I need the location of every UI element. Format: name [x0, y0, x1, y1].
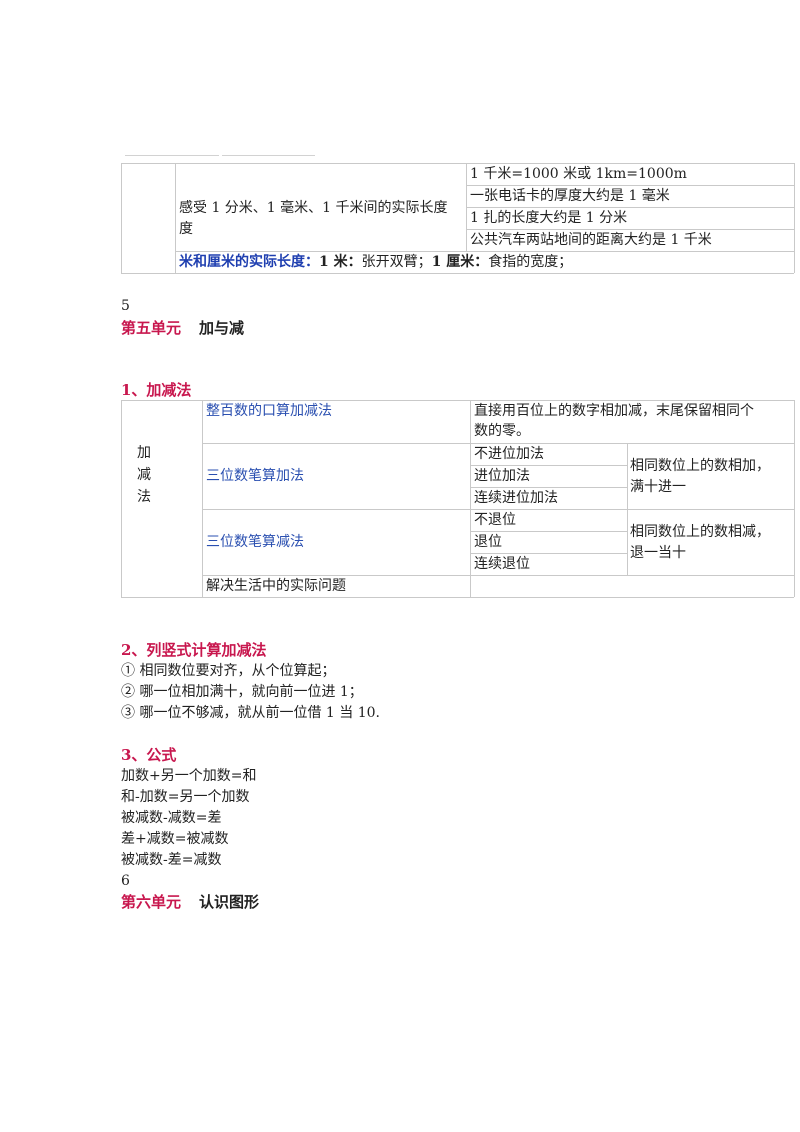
centimeter-label: 1 厘米：: [431, 254, 489, 270]
formula-5: 被减数-差=减数: [121, 852, 222, 868]
row4-name: 解决生活中的实际问题: [206, 578, 346, 594]
meter-centimeter-row: 米和厘米的实际长度：1 米：张开双臂；1 厘米：食指的宽度；: [179, 252, 572, 272]
row2-sub-2: 进位加法: [474, 468, 530, 484]
unit5-subtitle: 加与减: [199, 319, 245, 337]
row2-name: 三位数笔算加法: [206, 468, 304, 484]
row2-note-line2: 满十进一: [630, 479, 686, 495]
add-sub-label-1: 加: [137, 445, 151, 461]
unit6-subtitle: 认识图形: [199, 893, 260, 911]
section2-item-1: ① 相同数位要对齐，从个位算起；: [121, 663, 336, 679]
length-item-2: 一张电话卡的厚度大约是 1 毫米: [470, 188, 670, 204]
section1-heading: 1、加减法: [121, 381, 192, 399]
row2-note-line1: 相同数位上的数相加，: [630, 458, 770, 474]
section3-heading: 3、公式: [121, 746, 177, 764]
row3-sub-3: 连续退位: [474, 556, 530, 572]
centimeter-text: 食指的宽度；: [488, 254, 573, 270]
page-number-6: 6: [121, 873, 130, 889]
formula-2: 和-加数=另一个加数: [121, 789, 250, 805]
formula-4: 差+减数=被减数: [121, 831, 229, 847]
section2-item-3: ③ 哪一位不够减，就从前一位借 1 当 10.: [121, 705, 380, 721]
formula-3: 被减数-减数=差: [121, 810, 222, 826]
meter-centimeter-label: 米和厘米的实际长度：: [179, 254, 319, 270]
length-item-1: 1 千米=1000 米或 1km=1000m: [470, 166, 687, 182]
section2-item-2: ② 哪一位相加满十，就向前一位进 1；: [121, 684, 363, 700]
unit6-title: 第六单元: [121, 893, 182, 911]
unit5-title: 第五单元: [121, 319, 182, 337]
unit6-heading: 第六单元认识图形: [121, 892, 259, 912]
row3-name: 三位数笔算减法: [206, 534, 304, 550]
add-sub-label-3: 法: [137, 489, 151, 505]
length-label-line1: 感受 1 分米、1 毫米、1 千米间的实际长度: [179, 200, 448, 216]
formula-1: 加数+另一个加数=和: [121, 768, 257, 784]
unit5-heading: 第五单元加与减: [121, 318, 244, 338]
add-sub-label-2: 减: [137, 467, 151, 483]
length-item-3: 1 扎的长度大约是 1 分米: [470, 210, 628, 226]
row3-sub-2: 退位: [474, 534, 502, 550]
decorative-line-right: [222, 155, 315, 156]
row1-name: 整百数的口算加减法: [206, 403, 332, 419]
row2-sub-1: 不进位加法: [474, 446, 544, 462]
row1-desc-line2: 数的零。: [474, 423, 530, 439]
decorative-line-left: [125, 155, 219, 156]
row3-sub-1: 不退位: [474, 512, 516, 528]
row2-sub-3: 连续进位加法: [474, 490, 558, 506]
row3-note-line1: 相同数位上的数相减，: [630, 524, 770, 540]
section2-heading: 2、列竖式计算加减法: [121, 641, 267, 659]
row3-note-line2: 退一当十: [630, 545, 686, 561]
length-label-line2: 度: [179, 221, 193, 237]
length-item-4: 公共汽车两站地间的距离大约是 1 千米: [470, 232, 712, 248]
meter-label: 1 米：: [319, 254, 362, 270]
row1-desc-line1: 直接用百位上的数字相加减，末尾保留相同个: [474, 403, 754, 419]
meter-text: 张开双臂；: [361, 254, 432, 270]
page-number-5: 5: [121, 298, 130, 314]
